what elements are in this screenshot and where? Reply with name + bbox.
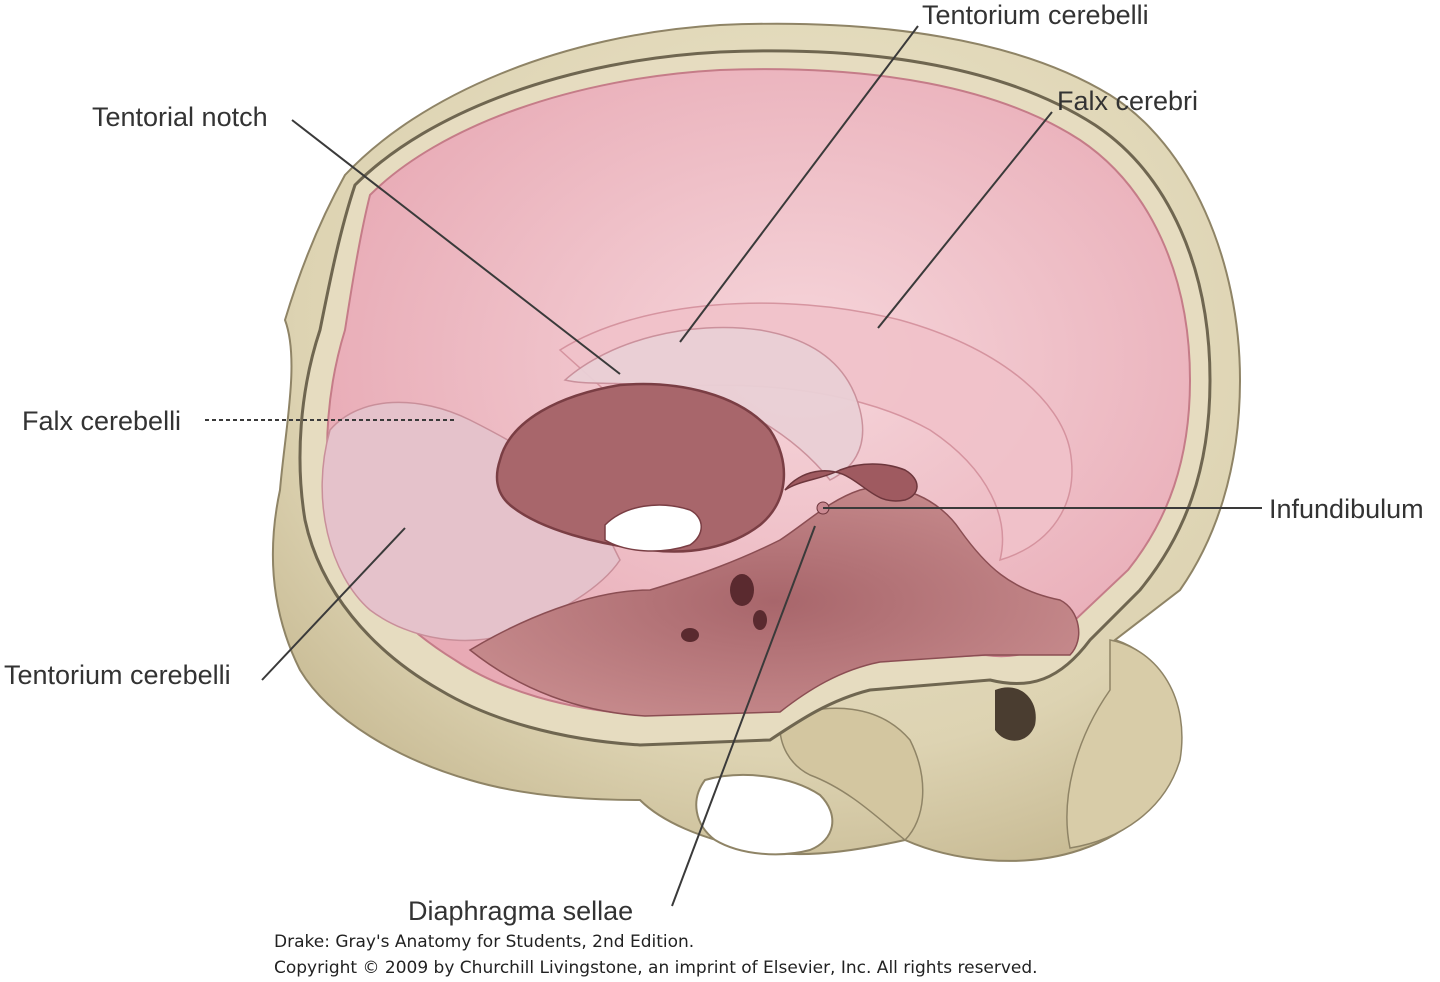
foramen-2 (681, 628, 699, 642)
foramen-1 (730, 574, 754, 606)
label-tentorium-cerebelli-left: Tentorium cerebelli (4, 660, 231, 690)
orbit-shadow (995, 687, 1036, 741)
zygomatic-arch (779, 707, 924, 842)
cranial-floor (468, 486, 1080, 717)
brainstem-opening (604, 504, 702, 552)
credit-line-1: Drake: Gray's Anatomy for Students, 2nd … (274, 932, 695, 952)
label-diaphragma-sellae: Diaphragma sellae (408, 896, 633, 926)
leader-lines (205, 25, 1262, 907)
tentorial-notch (495, 382, 786, 553)
leader-tentorium-left (261, 527, 406, 681)
tentorium-cerebelli (321, 326, 864, 642)
leader-tentorial-notch (291, 119, 621, 375)
labels: Tentorium cerebelli Falx cerebri Tentori… (4, 0, 1424, 926)
leader-tentorium-top (679, 25, 919, 343)
maxilla-region (1066, 639, 1183, 849)
label-tentorial-notch: Tentorial notch (92, 102, 268, 132)
label-falx-cerebri: Falx cerebri (1057, 86, 1198, 116)
foramen-3 (753, 610, 767, 630)
foramen-opening (695, 774, 834, 856)
leader-diaphragma-sellae (671, 525, 816, 907)
label-falx-cerebelli: Falx cerebelli (22, 406, 181, 436)
tentorium-left-sheet (321, 401, 621, 642)
credit-line-2: Copyright © 2009 by Churchill Livingston… (274, 958, 1038, 978)
tentorial-notch-rim (495, 382, 786, 553)
label-infundibulum: Infundibulum (1269, 494, 1424, 524)
leader-falx-cerebri (877, 111, 1053, 329)
diaphragma-sellae-shape (784, 463, 918, 502)
label-tentorium-cerebelli-top: Tentorium cerebelli (922, 0, 1149, 30)
